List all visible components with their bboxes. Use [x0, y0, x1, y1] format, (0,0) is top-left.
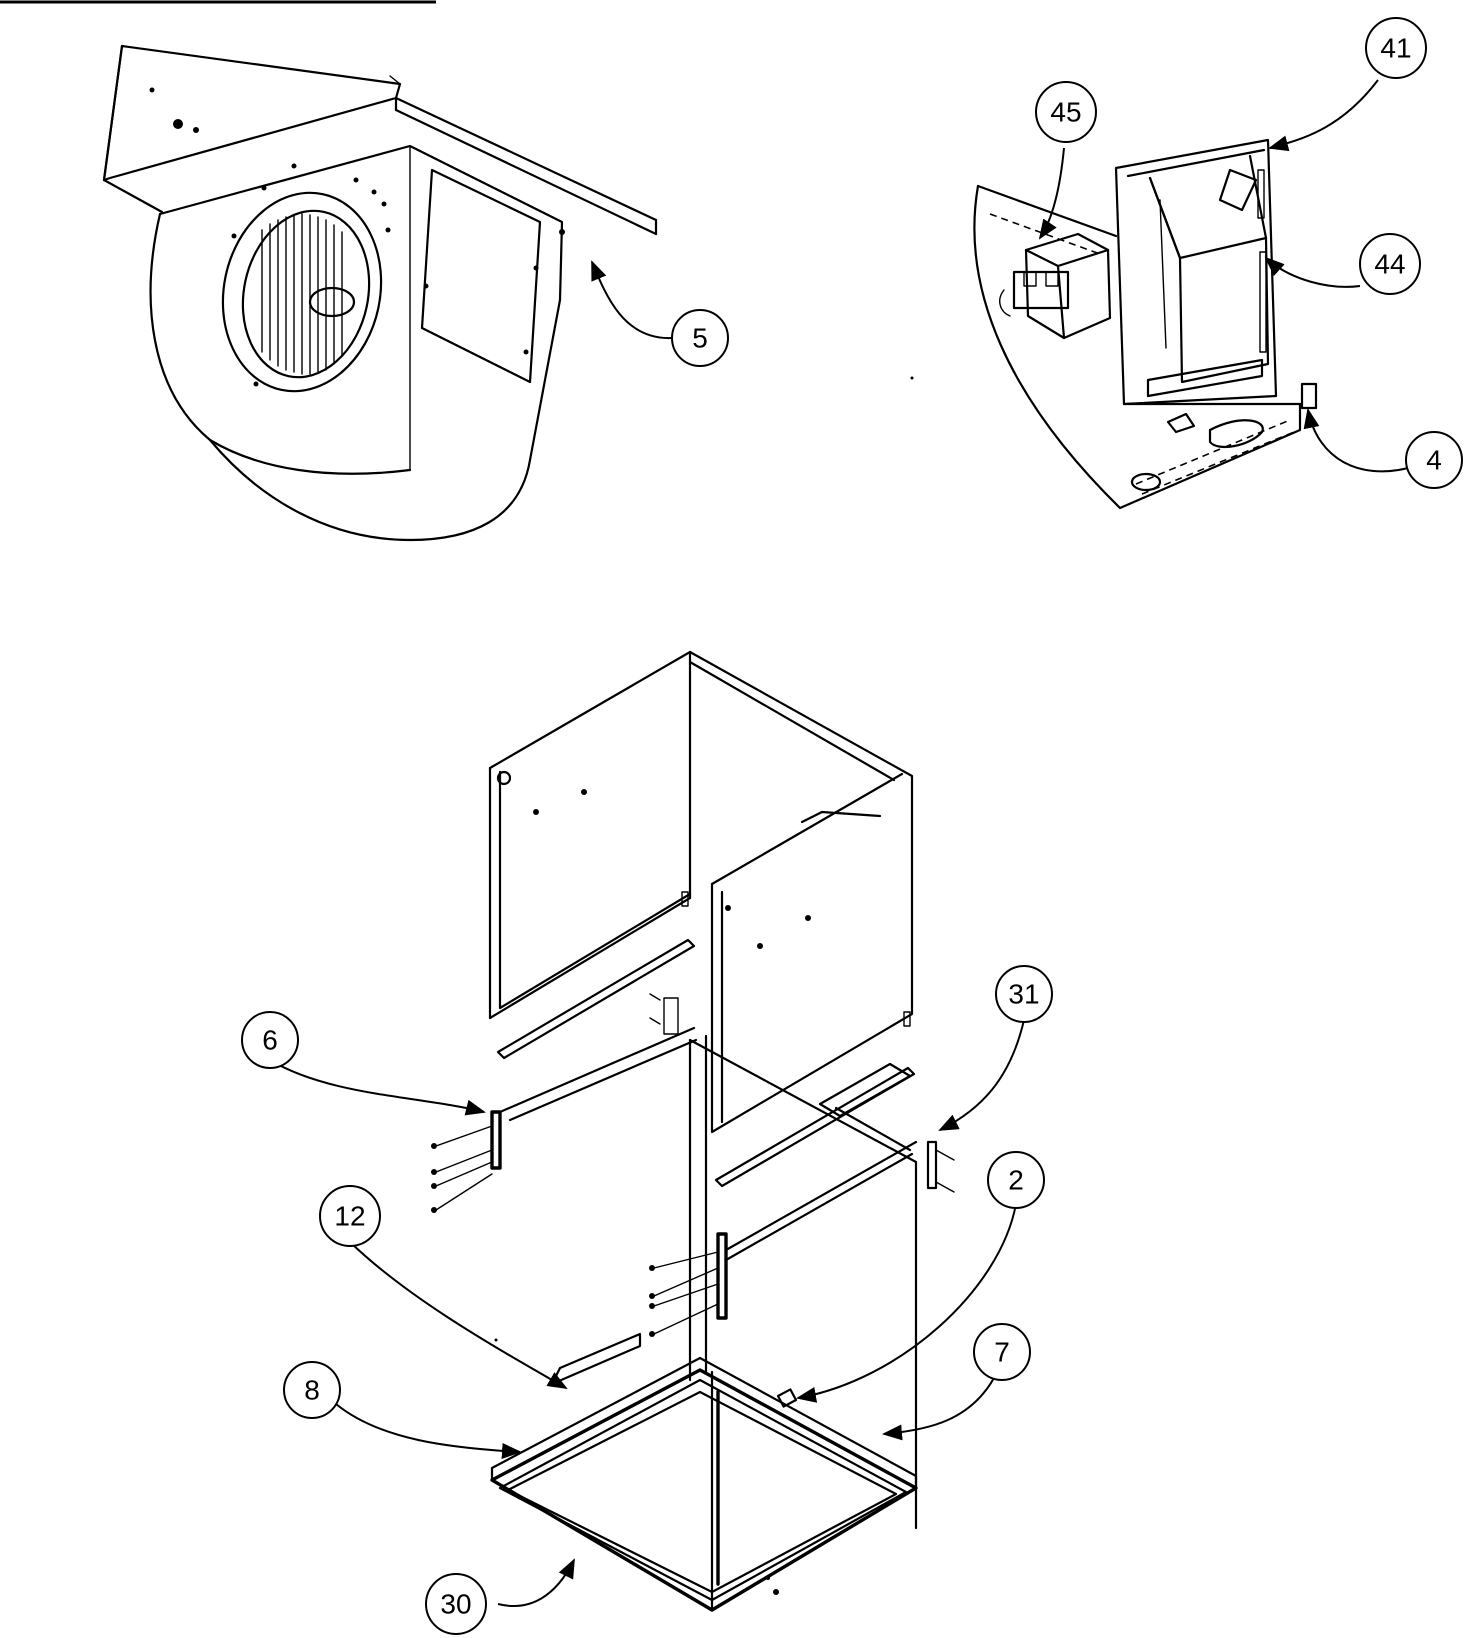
- cabinet-assembly: [431, 650, 955, 1612]
- callout-label: 12: [334, 1201, 365, 1232]
- callout-2: 2: [987, 1151, 1045, 1209]
- callout-label: 6: [262, 1025, 278, 1056]
- callout-41: 41: [1365, 17, 1427, 79]
- callout-label: 5: [692, 323, 708, 354]
- blower-assembly: [102, 44, 658, 542]
- callout-4: 4: [1405, 431, 1463, 489]
- fan-wheel: [261, 213, 356, 375]
- callout-5: 5: [671, 309, 729, 367]
- callout-7: 7: [973, 1323, 1031, 1381]
- leader-lines: [269, 79, 1409, 1608]
- callout-44: 44: [1359, 233, 1421, 295]
- callout-label: 30: [440, 1589, 471, 1620]
- callout-label: 31: [1008, 979, 1039, 1010]
- callout-label: 45: [1050, 97, 1081, 128]
- callout-6: 6: [241, 1011, 299, 1069]
- callout-label: 8: [304, 1375, 320, 1406]
- callout-30: 30: [425, 1573, 487, 1635]
- callout-label: 2: [1008, 1165, 1024, 1196]
- callout-45: 45: [1035, 81, 1097, 143]
- callout-label: 7: [994, 1337, 1010, 1368]
- callout-31: 31: [995, 965, 1053, 1023]
- callout-8: 8: [283, 1361, 341, 1419]
- control-panel-assembly: [973, 138, 1318, 510]
- callout-12: 12: [319, 1185, 381, 1247]
- callout-label: 4: [1426, 445, 1442, 476]
- callout-label: 44: [1374, 249, 1405, 280]
- callout-label: 41: [1380, 33, 1411, 64]
